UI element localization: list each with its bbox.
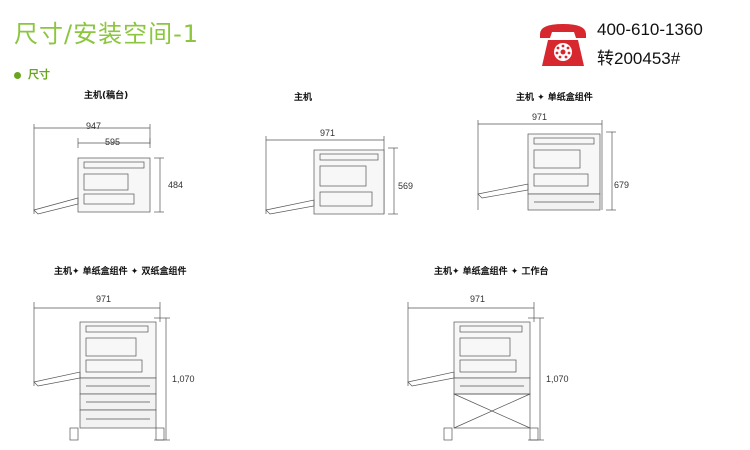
machine-drawing-double-tray	[33, 302, 170, 441]
dim-height-1070-b: 1,070	[546, 374, 569, 384]
page-title: 尺寸/安装空间-1	[14, 20, 200, 48]
dim-height-679: 679	[614, 180, 630, 190]
dim-width-971-c: 971	[96, 294, 112, 304]
dim-width-947: 947	[86, 121, 102, 131]
dim-height-484: 484	[168, 180, 184, 190]
diagram-caption-main-platen: 主机(稿台)	[84, 91, 129, 101]
diagram-caption-main: 主机	[294, 93, 313, 103]
diagram-caption-double-tray: 主机✦ 单纸盒组件 ✦ 双纸盒组件	[54, 267, 187, 277]
dim-height-569: 569	[398, 181, 414, 191]
dim-width-595: 595	[105, 137, 121, 147]
dim-width-971: 971	[320, 128, 336, 138]
phone-number: 400-610-1360	[597, 20, 703, 39]
dim-width-971-d: 971	[470, 294, 486, 304]
bullet-dot	[14, 71, 21, 79]
dim-width-971-b: 971	[532, 112, 548, 122]
section-label: 尺寸	[28, 68, 50, 81]
diagram-caption-workstand: 主机✦ 单纸盒组件 ✦ 工作台	[434, 267, 549, 277]
dim-height-1070: 1,070	[172, 374, 195, 384]
machine-drawing-main	[265, 136, 398, 215]
diagram-caption-single-tray: 主机 ✦ 单纸盒组件	[516, 93, 593, 103]
phone-extension: 转200453#	[597, 49, 681, 68]
section-heading: 尺寸	[14, 66, 50, 82]
machine-drawing-single-tray	[477, 120, 616, 211]
telephone-icon	[540, 24, 586, 66]
machine-drawing-main-platen	[33, 124, 164, 215]
machine-drawing-workstand	[407, 302, 544, 441]
